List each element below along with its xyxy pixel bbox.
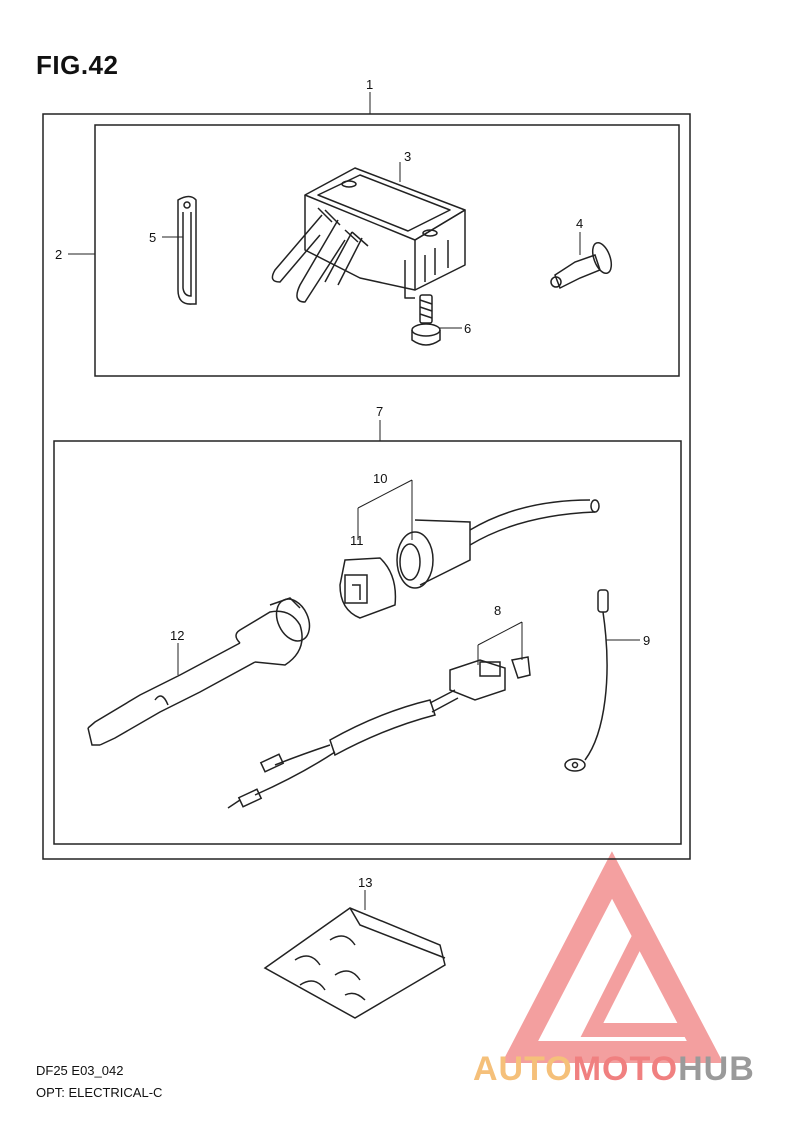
- watermark-part-c: HUB: [678, 1050, 755, 1088]
- figure-title: FIG.42: [36, 50, 119, 80]
- callout-11: 11: [350, 533, 364, 548]
- diagram-code: DF25 E03_042: [36, 1063, 124, 1078]
- watermark-part-a: AUTO: [473, 1050, 573, 1088]
- clamp-strip-part: [162, 195, 197, 305]
- ground-lead-part: [564, 589, 640, 772]
- callout-10: 10: [373, 471, 387, 486]
- parts-bag: [263, 890, 446, 1019]
- kit-frame-outer: [42, 113, 691, 860]
- regulator-part: [271, 162, 466, 303]
- callout-3: 3: [404, 149, 411, 164]
- kit-frame-harness: [53, 440, 682, 845]
- callout-6: 6: [464, 321, 471, 336]
- wiring-harness-part: [227, 621, 531, 809]
- callout-1: 1: [366, 77, 373, 92]
- bolt-part: [411, 294, 462, 346]
- callout-7: 7: [376, 404, 383, 419]
- callout-12: 12: [170, 628, 184, 643]
- callout-13: 13: [358, 875, 372, 890]
- callout-5: 5: [149, 230, 156, 245]
- callout-2: 2: [55, 247, 62, 262]
- diagram-description: OPT: ELECTRICAL-C: [36, 1085, 163, 1100]
- callout-8: 8: [494, 603, 501, 618]
- grommet-pin-part: [550, 232, 613, 290]
- watermark-wordmark: AUTOMOTOHUB: [473, 1050, 755, 1088]
- kit-frame-regulator: [94, 124, 680, 377]
- connector-set-part: [339, 479, 600, 619]
- callout-9: 9: [643, 633, 650, 648]
- cable-connector-part: [87, 597, 311, 746]
- watermark-part-b: MOTO: [573, 1050, 678, 1088]
- watermark-logo: [501, 851, 724, 1063]
- callout-4: 4: [576, 216, 583, 231]
